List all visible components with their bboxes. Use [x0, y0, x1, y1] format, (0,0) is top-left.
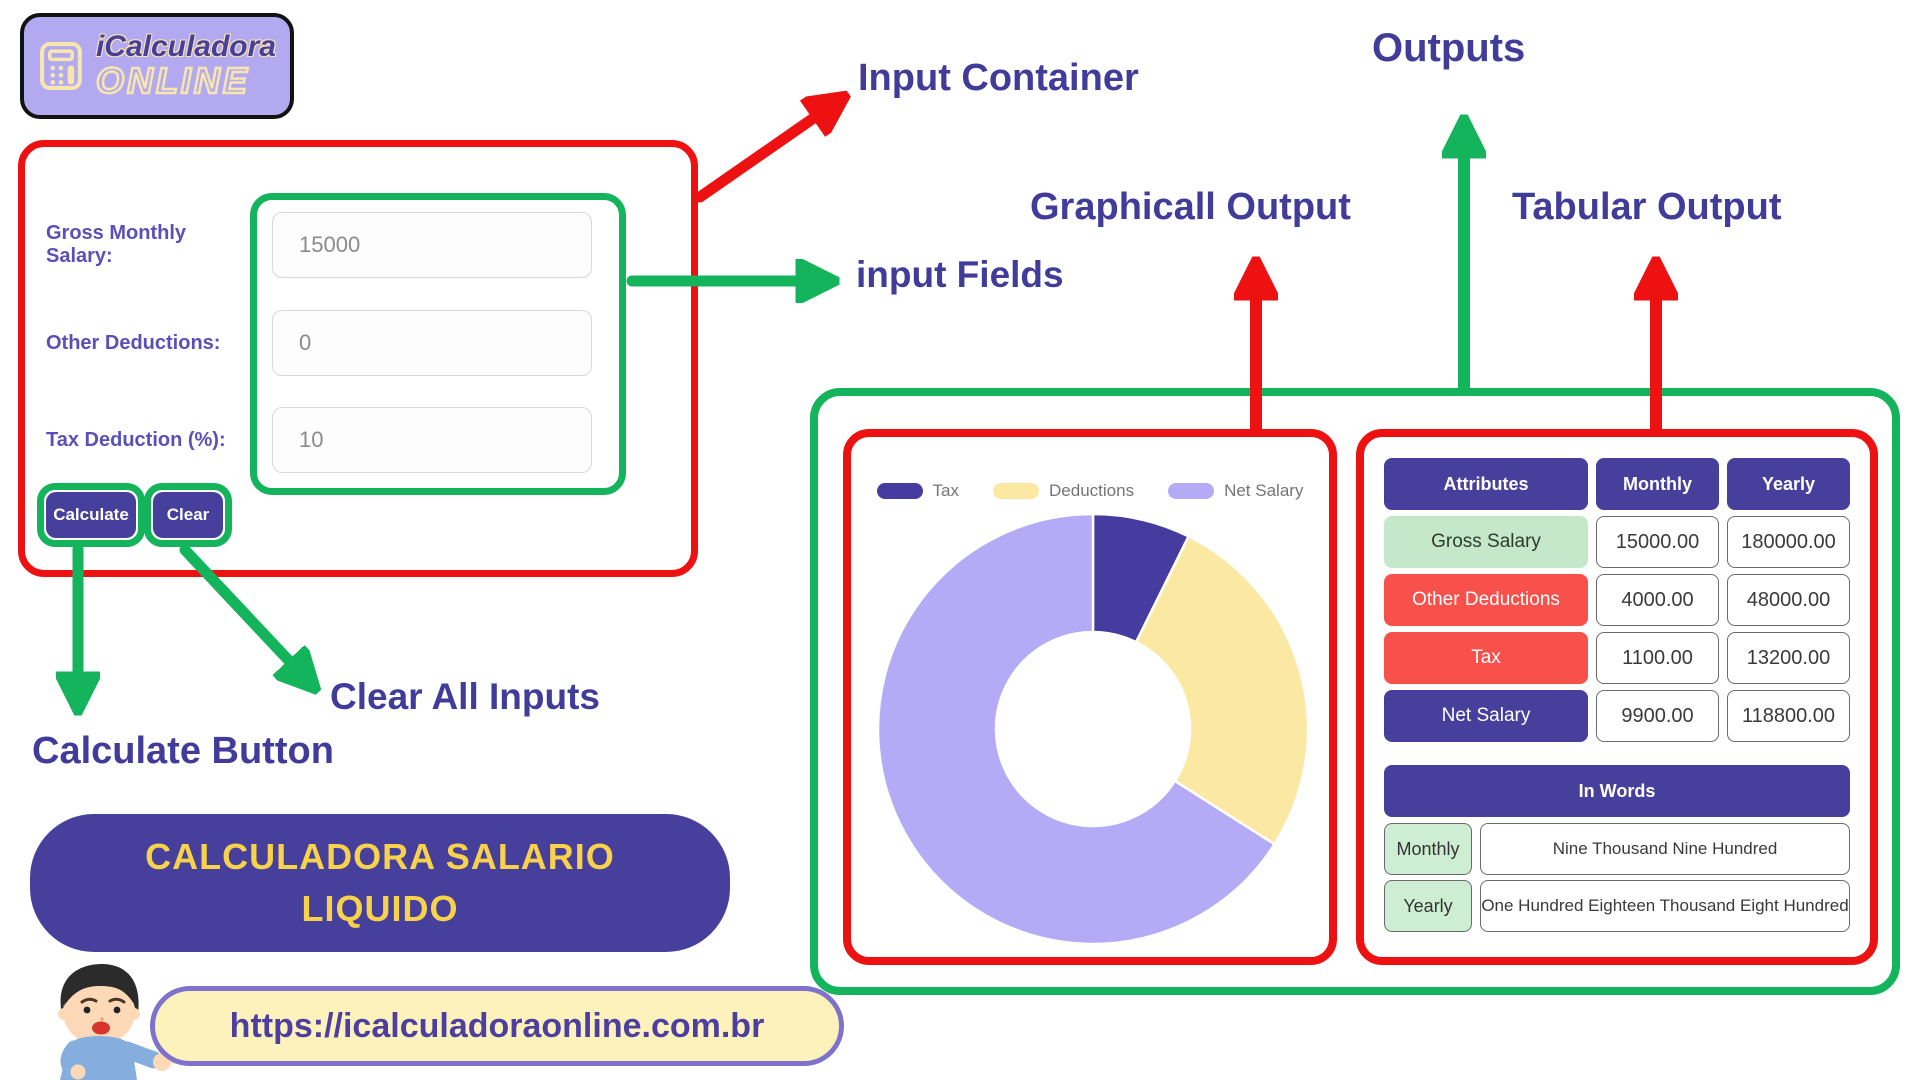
donut-slice-net-salary — [876, 512, 1277, 946]
row-tax-label: Tax — [1384, 632, 1588, 684]
legend-swatch-deductions — [993, 483, 1040, 499]
other-deductions-label: Other Deductions: — [46, 331, 221, 354]
row-other-deductions-label: Other Deductions — [1384, 574, 1588, 626]
in-words-header: In Words — [1384, 765, 1850, 817]
row-tax-monthly: 1100.00 — [1596, 632, 1719, 684]
row-tax-yearly: 13200.00 — [1727, 632, 1850, 684]
calculator-icon — [40, 42, 82, 90]
banner-line-1: CALCULADORA SALARIO — [145, 836, 615, 877]
in-words-monthly-text: Nine Thousand Nine Hundred — [1480, 823, 1850, 875]
tabular-output-container: Attributes Monthly Yearly Gross Salary 1… — [1356, 429, 1878, 965]
website-url: https://icalculadoraonline.com.br — [229, 1006, 765, 1045]
header-yearly: Yearly — [1727, 458, 1850, 510]
header-attributes: Attributes — [1384, 458, 1588, 510]
table-row: Gross Salary 15000.00 180000.00 — [1384, 516, 1850, 568]
in-words-monthly-label: Monthly — [1384, 823, 1472, 875]
row-net-salary-label: Net Salary — [1384, 690, 1588, 742]
clear-button-highlight — [144, 483, 232, 547]
other-deductions-input[interactable] — [272, 310, 592, 376]
annotation-clear-all-inputs: Clear All Inputs — [330, 676, 601, 717]
chart-legend: Tax Deductions Net Salary — [851, 481, 1329, 501]
row-gross-salary-label: Gross Salary — [1384, 516, 1588, 568]
tax-deduction-input[interactable] — [272, 407, 592, 473]
legend-label-net-salary: Net Salary — [1224, 481, 1304, 500]
annotation-input-fields: input Fields — [856, 254, 1064, 295]
table-row: Tax 1100.00 13200.00 — [1384, 632, 1850, 684]
row-other-deductions-yearly: 48000.00 — [1727, 574, 1850, 626]
table-header-row: Attributes Monthly Yearly — [1384, 458, 1850, 510]
gross-monthly-salary-input[interactable] — [272, 212, 592, 278]
legend-item-tax: Tax — [876, 481, 960, 501]
calculate-button[interactable]: Calculate — [46, 492, 136, 538]
arrow-input-container — [694, 115, 818, 203]
table-row: Net Salary 9900.00 118800.00 — [1384, 690, 1850, 742]
in-words-row: Monthly Nine Thousand Nine Hundred — [1384, 823, 1850, 875]
legend-swatch-tax — [876, 483, 923, 499]
row-gross-salary-monthly: 15000.00 — [1596, 516, 1719, 568]
row-other-deductions-monthly: 4000.00 — [1596, 574, 1719, 626]
clear-button[interactable]: Clear — [153, 492, 223, 538]
input-fields-highlight — [250, 193, 626, 495]
legend-swatch-net-salary — [1168, 483, 1215, 499]
site-logo[interactable]: iCalculadora ONLINE — [20, 13, 294, 119]
in-words-yearly-label: Yearly — [1384, 880, 1472, 932]
annotation-calculate-button: Calculate Button — [32, 730, 334, 772]
logo-brand-bottom: ONLINE — [95, 59, 250, 101]
header-monthly: Monthly — [1596, 458, 1719, 510]
legend-item-deductions: Deductions — [993, 481, 1134, 501]
table-row: Other Deductions 4000.00 48000.00 — [1384, 574, 1850, 626]
legend-item-net-salary: Net Salary — [1168, 481, 1303, 501]
row-net-salary-monthly: 9900.00 — [1596, 690, 1719, 742]
annotation-outputs: Outputs — [1372, 26, 1526, 70]
annotation-graphical-output: Graphicall Output — [1030, 186, 1351, 228]
row-gross-salary-yearly: 180000.00 — [1727, 516, 1850, 568]
annotation-input-container: Input Container — [858, 57, 1139, 99]
calculate-button-highlight — [37, 483, 145, 547]
tax-deduction-label: Tax Deduction (%): — [46, 428, 226, 451]
row-net-salary-yearly: 118800.00 — [1727, 690, 1850, 742]
gross-monthly-salary-label: Gross Monthly Salary: — [46, 222, 187, 267]
website-url-pill[interactable]: https://icalculadoraonline.com.br — [150, 986, 844, 1066]
in-words-row: Yearly One Hundred Eighteen Thousand Eig… — [1384, 880, 1850, 932]
banner-line-2: LIQUIDO — [301, 888, 459, 929]
in-words-header-row: In Words — [1384, 765, 1850, 817]
donut-slice-deductions — [1134, 534, 1310, 846]
page-title-banner: CALCULADORA SALARIO LIQUIDO — [30, 814, 730, 952]
graphical-output-container: Tax Deductions Net Salary — [843, 429, 1337, 965]
legend-label-deductions: Deductions — [1049, 481, 1135, 500]
outputs-container — [810, 388, 1900, 995]
donut-chart — [876, 512, 1310, 946]
annotation-tabular-output: Tabular Output — [1512, 186, 1782, 228]
legend-label-tax: Tax — [932, 481, 960, 500]
logo-brand-top: iCalculadora — [95, 30, 276, 64]
in-words-yearly-text: One Hundred Eighteen Thousand Eight Hund… — [1480, 880, 1850, 932]
